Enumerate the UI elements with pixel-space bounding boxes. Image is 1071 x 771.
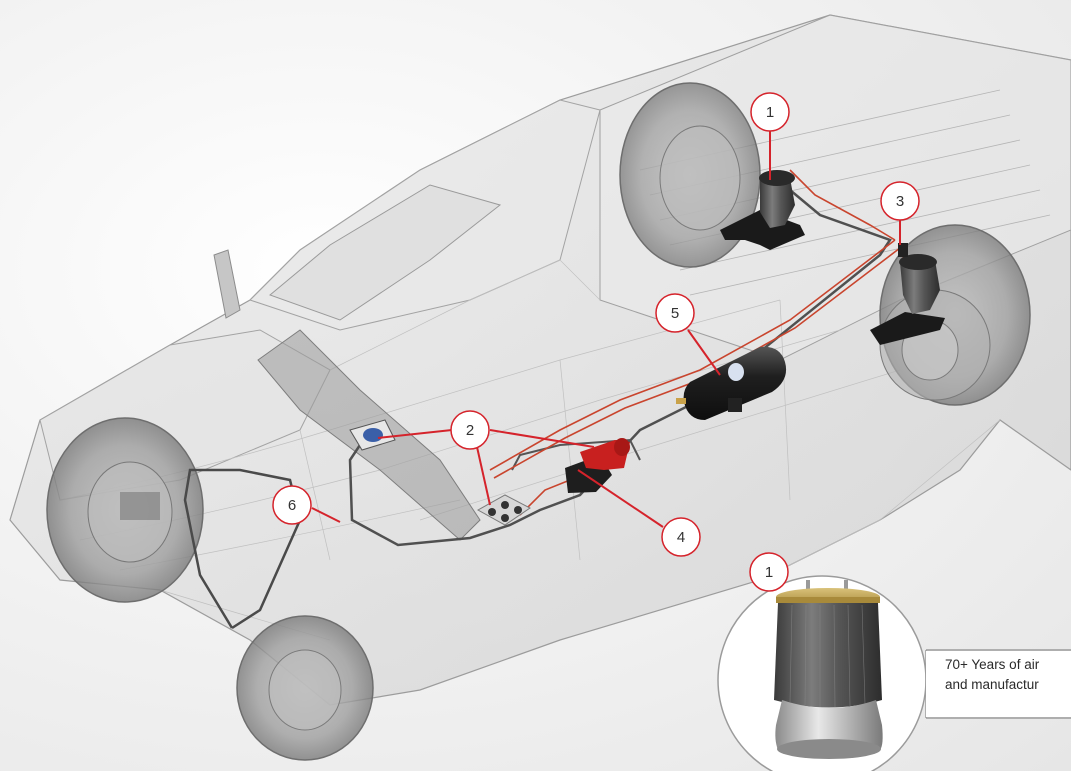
callout-1[interactable]: 1 (750, 92, 790, 132)
callout-2[interactable]: 2 (450, 410, 490, 450)
side-mirror (213, 249, 241, 319)
leader-4 (577, 469, 664, 528)
callout-label: 6 (288, 497, 296, 514)
components (349, 170, 945, 526)
air-line-red-3 (789, 169, 896, 241)
inset-caption: 70+ Years of air and manufactur (945, 655, 1071, 695)
airbag-rear-right (870, 254, 945, 345)
air-line-red-2 (493, 247, 901, 479)
leader-2c (489, 429, 595, 448)
air-line-main (348, 189, 892, 547)
air-line-red-1 (489, 239, 896, 471)
wheels (46, 82, 1031, 761)
callout-label: 1 (765, 564, 773, 581)
air-lines (183, 169, 906, 630)
wheel-front-right (236, 615, 374, 761)
air-tank (676, 346, 787, 420)
callout-leaders (311, 131, 901, 528)
dash-gauge (349, 419, 396, 451)
valve-block (476, 494, 531, 526)
callout-label: 5 (671, 305, 679, 322)
callout-5[interactable]: 5 (655, 293, 695, 333)
callout-label: 3 (896, 193, 904, 210)
airbag-rear-left (720, 170, 805, 250)
callout-6[interactable]: 6 (272, 485, 312, 525)
caption-bg (926, 651, 1071, 717)
callout-label: 2 (466, 422, 474, 439)
truck-windshield (269, 184, 502, 321)
leader-2b (474, 437, 491, 506)
callout-inset-1[interactable]: 1 (749, 552, 789, 592)
air-line-dark (183, 468, 302, 630)
callout-circles: 1 2 3 4 5 6 1 (272, 92, 920, 592)
callout-4[interactable]: 4 (661, 517, 701, 557)
caption-line-2: and manufactur (945, 677, 1039, 692)
leader-6 (311, 507, 341, 523)
air-tee-fitting (898, 243, 908, 257)
leader-5 (687, 329, 721, 376)
wheel-front-left (46, 417, 204, 603)
callout-label: 4 (677, 529, 685, 546)
leader-2a (377, 429, 453, 439)
caption-line-1: 70+ Years of air (945, 657, 1040, 672)
callout-label: 1 (766, 104, 774, 121)
callout-3[interactable]: 3 (880, 181, 920, 221)
air-line-gauge (511, 438, 641, 471)
airbag-inset (717, 575, 1071, 771)
compressor (565, 438, 630, 493)
wheel-rear-left (619, 82, 761, 268)
